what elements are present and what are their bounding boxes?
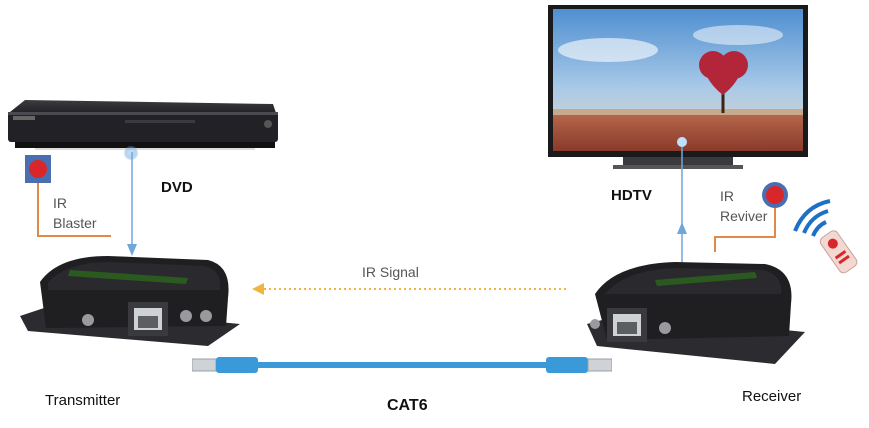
- ir-receiver-wire: [774, 208, 776, 238]
- ir-receiver-sensor: [762, 182, 788, 208]
- ir-signal-arrow: [252, 283, 568, 295]
- ir-blaster-wire: [37, 183, 39, 237]
- transmitter-label: Transmitter: [45, 392, 121, 409]
- dvd-label: DVD: [161, 179, 193, 196]
- hdtv-label: HDTV: [611, 187, 652, 204]
- ir-signal-label: IR Signal: [362, 264, 419, 280]
- transmitter-device: [18, 246, 242, 358]
- receiver-device: [585, 254, 807, 370]
- dvd-signal-glow: [124, 146, 138, 160]
- ir-receiver-label: IR Reviver: [720, 188, 768, 224]
- dvd-to-transmitter-arrow: [127, 152, 137, 256]
- ir-blaster-label: IR Blaster: [53, 195, 97, 231]
- ir-blaster-wire-horizontal: [37, 235, 111, 237]
- cat6-label: CAT6: [387, 397, 428, 414]
- receiver-to-tv-arrow: [677, 137, 687, 264]
- dvd-player-icon: [5, 98, 280, 158]
- ir-receiver-wire-down: [714, 236, 716, 252]
- remote-control-icon: [790, 196, 865, 276]
- receiver-label: Receiver: [742, 388, 802, 405]
- cat6-cable: [192, 353, 612, 377]
- tv-icon: [548, 5, 808, 180]
- ir-blaster-sensor: [25, 155, 51, 183]
- ir-receiver-wire-horizontal: [714, 236, 776, 238]
